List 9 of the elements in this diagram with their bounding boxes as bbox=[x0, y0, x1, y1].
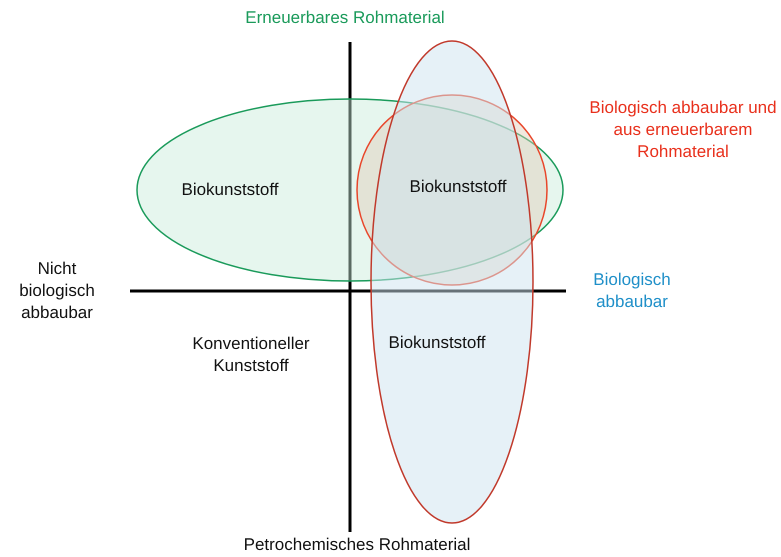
category-label: Biologisch abbaubar und aus erneuerbarem Rohmaterial bbox=[588, 96, 778, 164]
axis-label: Biologisch abbaubar bbox=[592, 268, 672, 313]
axis-label: Nicht biologisch abbaubar bbox=[18, 258, 96, 324]
quadrant-label: Konventioneller Kunststoff bbox=[191, 332, 311, 377]
region-label: Biokunststoff bbox=[181, 180, 279, 200]
region-label: Biokunststoff bbox=[388, 333, 486, 353]
axis-label: Petrochemisches Rohmaterial bbox=[242, 534, 472, 556]
axis-label: Erneuerbares Rohmaterial bbox=[244, 6, 446, 29]
region-label: Biokunststoff bbox=[409, 177, 507, 197]
